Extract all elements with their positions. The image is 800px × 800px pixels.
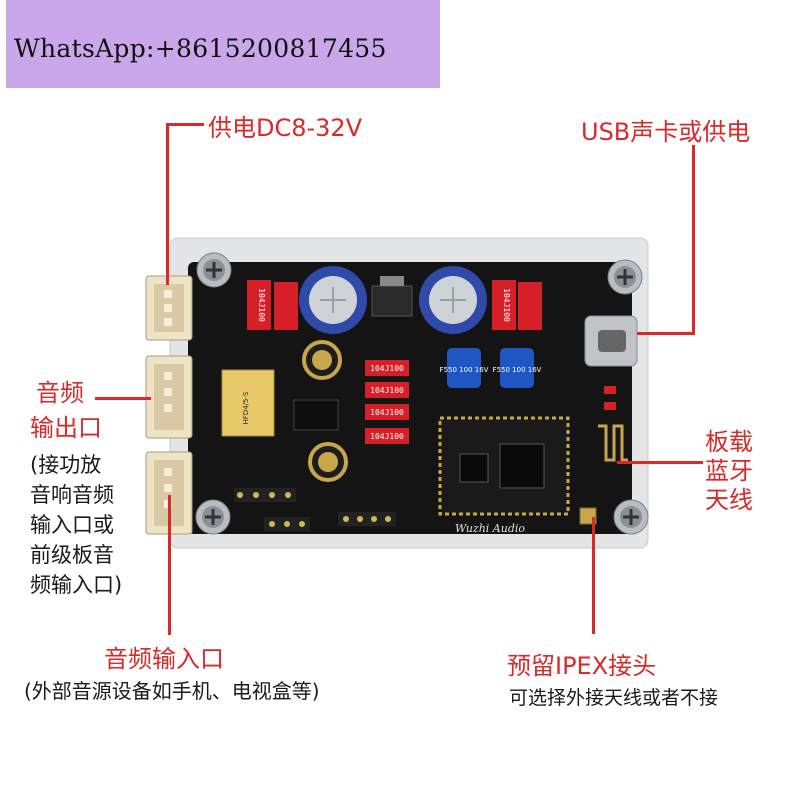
label-antenna-line1: 板载 bbox=[705, 428, 753, 456]
label-antenna-line2: 蓝牙 bbox=[705, 457, 753, 485]
led-indicator bbox=[604, 402, 616, 410]
callout-ipex bbox=[592, 517, 595, 634]
relay bbox=[221, 369, 275, 437]
small-capacitor bbox=[308, 442, 348, 482]
film-capacitor bbox=[518, 282, 542, 330]
label-audio-in: 音频输入口 bbox=[104, 645, 224, 673]
voltage-regulator bbox=[371, 285, 413, 317]
film-capacitor-stack: 104J100 104J100 104J100 104J100 bbox=[365, 360, 409, 444]
film-capacitor bbox=[492, 280, 516, 330]
label-ipex: 预留IPEX接头 bbox=[507, 652, 657, 680]
whatsapp-banner: WhatsApp:+8615200817455 bbox=[6, 0, 440, 88]
label-audio-out-line1: 音频 bbox=[36, 379, 84, 407]
led-indicator bbox=[604, 386, 616, 394]
svg-text:F550 100 16V: F550 100 16V bbox=[440, 366, 489, 374]
callout-usb-horizontal bbox=[637, 332, 695, 335]
film-capacitor-label: 104J100 bbox=[502, 288, 511, 322]
film-capacitor-label: 104J100 bbox=[257, 288, 266, 322]
small-capacitor: F550 100 16V bbox=[440, 348, 489, 388]
svg-text:F550 100 16V: F550 100 16V bbox=[493, 366, 542, 374]
audio-out-note-line5: 频输入口) bbox=[30, 573, 123, 597]
screw-icon bbox=[196, 252, 232, 288]
whatsapp-contact-text: WhatsApp:+8615200817455 bbox=[14, 34, 387, 63]
relay-label: HFD4/5-S bbox=[242, 391, 250, 424]
audio-out-note-line4: 前级板音 bbox=[30, 543, 114, 567]
ic-chip bbox=[293, 399, 339, 431]
audio-out-note-line2: 音响音频 bbox=[30, 483, 114, 507]
svg-text:104J100: 104J100 bbox=[370, 364, 404, 373]
callout-power-horizontal bbox=[166, 123, 204, 126]
electrolytic-capacitor bbox=[419, 266, 487, 334]
label-audio-out-line2: 输出口 bbox=[30, 414, 102, 442]
audio-out-note-line1: (接功放 bbox=[30, 453, 102, 477]
film-capacitor bbox=[274, 282, 298, 330]
callout-audio-in bbox=[168, 495, 171, 635]
callout-power-vertical bbox=[166, 123, 169, 285]
screw-icon bbox=[195, 499, 231, 535]
audio-output-connector bbox=[145, 355, 193, 439]
film-capacitor bbox=[247, 280, 271, 330]
screw-icon bbox=[607, 259, 643, 295]
brand-script: Wuzhi Audio bbox=[455, 522, 525, 535]
small-capacitor bbox=[302, 340, 342, 380]
label-antenna-line3: 天线 bbox=[705, 486, 753, 514]
audio-in-note: (外部音源设备如手机、电视盒等) bbox=[24, 679, 320, 703]
label-power: 供电DC8-32V bbox=[208, 114, 363, 142]
electrolytic-capacitor bbox=[299, 266, 367, 334]
power-connector bbox=[145, 275, 193, 341]
svg-text:104J100: 104J100 bbox=[370, 386, 404, 395]
pcb-antenna bbox=[598, 424, 628, 462]
callout-usb-vertical bbox=[692, 145, 695, 335]
callout-antenna bbox=[617, 461, 703, 464]
svg-text:104J100: 104J100 bbox=[370, 408, 404, 417]
svg-text:104J100: 104J100 bbox=[370, 432, 404, 441]
screw-icon bbox=[613, 499, 649, 535]
label-usb: USB声卡或供电 bbox=[581, 118, 751, 146]
header-pins bbox=[234, 488, 396, 531]
audio-out-note-line3: 输入口或 bbox=[30, 513, 114, 537]
small-capacitor: F550 100 16V bbox=[493, 348, 542, 388]
bluetooth-module bbox=[438, 416, 570, 516]
ipex-note: 可选择外接天线或者不接 bbox=[509, 687, 719, 709]
callout-audio-out bbox=[95, 397, 151, 400]
